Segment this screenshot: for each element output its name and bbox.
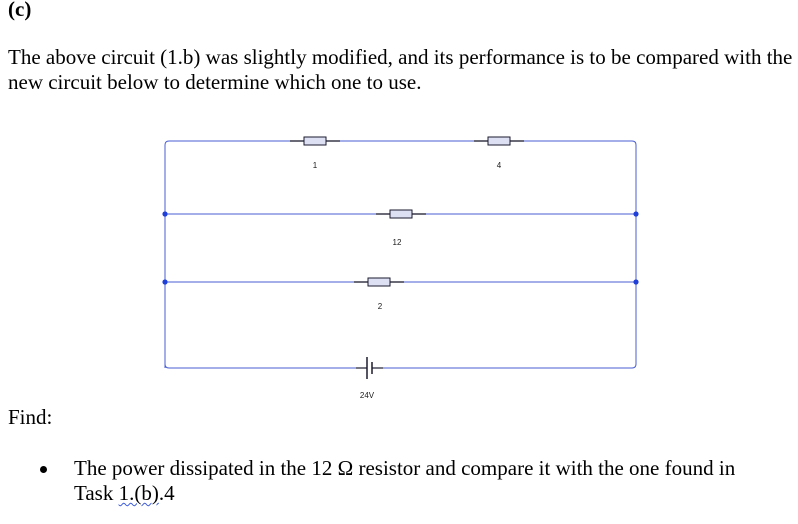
circuit-wires bbox=[164, 140, 637, 369]
junction-node bbox=[633, 279, 639, 285]
resistor-2-body bbox=[367, 277, 391, 287]
section-heading: (c) bbox=[8, 0, 32, 21]
task-text-end: .4 bbox=[158, 481, 175, 505]
resistor-12-body bbox=[389, 209, 413, 219]
find-label: Find: bbox=[8, 405, 53, 429]
resistor-1-body bbox=[303, 136, 327, 146]
resistor-2: 2 bbox=[354, 277, 404, 311]
resistor-4-body bbox=[487, 136, 511, 146]
resistor-12-label: 12 bbox=[393, 238, 402, 247]
battery-label: 24V bbox=[360, 391, 375, 400]
resistor-4: 4 bbox=[474, 136, 524, 170]
task-list: The power dissipated in the 12 Ω resisto… bbox=[0, 456, 798, 506]
intro-paragraph: The above circuit (1.b) was slightly mod… bbox=[8, 45, 793, 94]
resistor-12: 12 bbox=[376, 209, 426, 247]
battery: 24V bbox=[356, 357, 383, 400]
resistor-1-label: 1 bbox=[313, 161, 318, 170]
bottom-wire-left bbox=[164, 363, 362, 369]
junction-node bbox=[633, 211, 639, 217]
task-text: The power dissipated in the 12 Ω resisto… bbox=[74, 456, 736, 505]
junction-nodes bbox=[162, 211, 639, 285]
resistor-4-label: 4 bbox=[497, 161, 502, 170]
resistor-1: 1 bbox=[290, 136, 340, 170]
resistor-2-label: 2 bbox=[378, 302, 383, 311]
bullet-icon bbox=[40, 466, 47, 473]
junction-node bbox=[162, 279, 168, 285]
junction-node bbox=[162, 211, 168, 217]
list-item: The power dissipated in the 12 Ω resisto… bbox=[0, 456, 798, 506]
task-reference: 1.(b) bbox=[118, 481, 159, 505]
top-branch-wire bbox=[164, 140, 637, 369]
